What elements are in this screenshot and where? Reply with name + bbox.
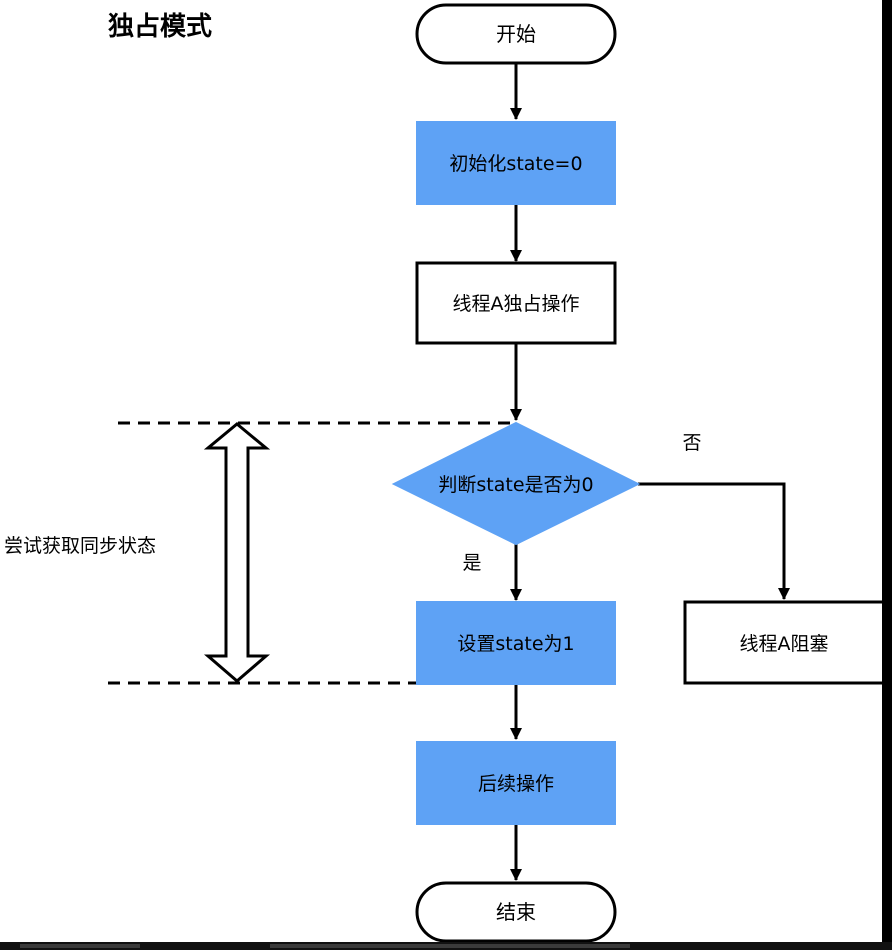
diagram-title: 独占模式 — [108, 12, 212, 42]
side-label: 尝试获取同步状态 — [4, 535, 156, 557]
bottom-strip — [0, 942, 892, 950]
follow-up-node-label: 后续操作 — [478, 773, 554, 795]
init-node — [416, 121, 616, 205]
edge-label-no: 否 — [682, 432, 701, 454]
start-node — [415, 3, 617, 65]
blocked-node — [683, 600, 882, 685]
edge-decision-blocked — [638, 482, 790, 600]
thread-node-label: 线程A独占操作 — [453, 293, 580, 315]
decision-node — [391, 421, 641, 546]
edge-label-yes: 是 — [462, 552, 481, 574]
end-node-label: 结束 — [496, 900, 536, 924]
start-node-label: 开始 — [496, 22, 536, 46]
set-state-node-label: 设置state为1 — [457, 633, 574, 655]
init-node-label: 初始化state=0 — [449, 153, 582, 175]
double-arrow — [203, 422, 271, 683]
strip-segment — [270, 944, 630, 948]
set-state-node — [416, 601, 616, 685]
end-node — [415, 881, 617, 942]
blocked-node-label: 线程A阻塞 — [740, 633, 829, 655]
decision-node-label: 判断state是否为0 — [438, 474, 593, 496]
thread-node — [415, 261, 617, 345]
follow-up-node — [416, 741, 616, 825]
strip-segment — [20, 944, 140, 948]
